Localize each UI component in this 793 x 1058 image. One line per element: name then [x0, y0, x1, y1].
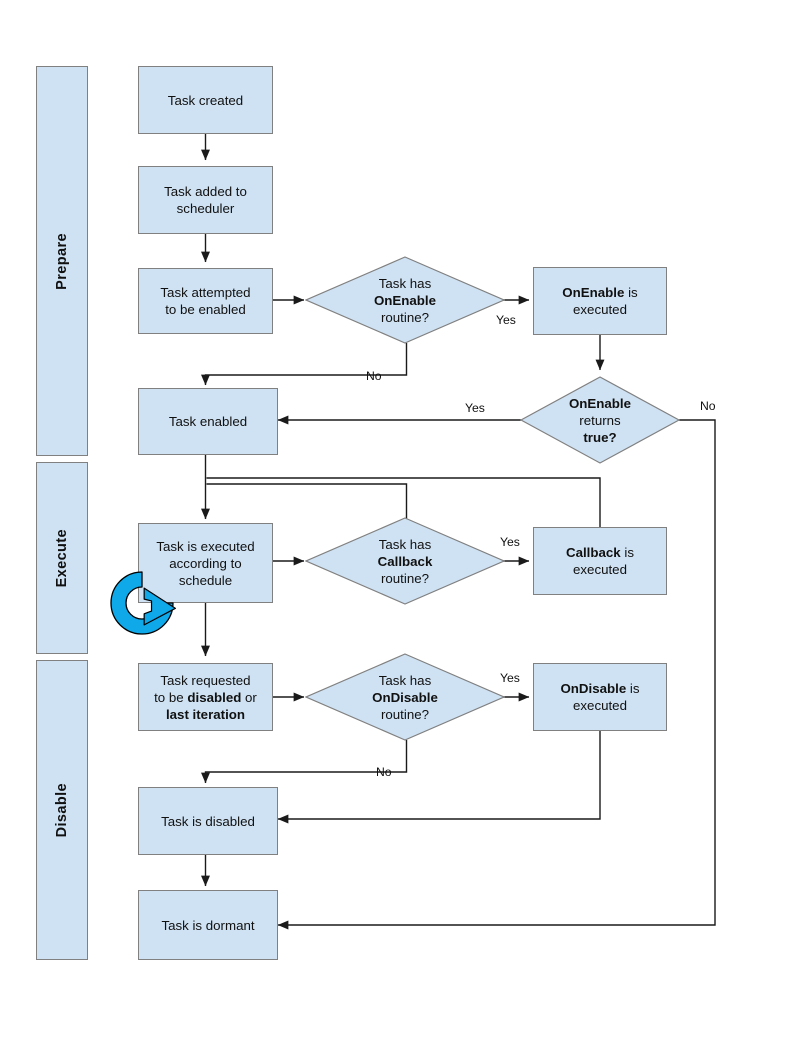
edge-onenable-q-no — [201, 343, 408, 386]
node-task-is-disabled[interactable]: Task is disabled — [138, 787, 278, 855]
edge-ondisable-q-no — [201, 740, 408, 784]
edge-callback-q-no-loop — [206, 483, 408, 519]
lane-label-execute: Execute — [54, 528, 70, 588]
node-task-created[interactable]: Task created — [138, 66, 273, 134]
edge-label-onenable-true-yes: Yes — [465, 401, 485, 415]
edge-callback-done-loop — [206, 477, 601, 527]
node-label: Task is dormant — [161, 917, 255, 933]
diamond-shape — [520, 376, 680, 464]
node-label: Task is disabled — [161, 813, 255, 829]
lane-disable: Disable — [36, 660, 88, 960]
lane-execute: Execute — [36, 462, 88, 654]
lane-label-disable: Disable — [54, 782, 70, 838]
diamond-shape — [305, 256, 505, 344]
diamond-shape — [305, 653, 505, 741]
lane-prepare: Prepare — [36, 66, 88, 456]
edge-label-onenable-no: No — [366, 369, 382, 383]
node-task-is-dormant[interactable]: Task is dormant — [138, 890, 278, 960]
loop-arrow-icon — [106, 566, 184, 640]
edge-label-ondisable-yes: Yes — [500, 671, 520, 685]
edge-label-onenable-true-no: No — [700, 399, 716, 413]
diamond-shape — [305, 517, 505, 605]
node-task-enabled[interactable]: Task enabled — [138, 388, 278, 455]
node-label: Task created — [167, 92, 244, 108]
edge-label-ondisable-no: No — [376, 765, 392, 779]
lane-label-prepare: Prepare — [54, 232, 70, 290]
edge-ondisable-exec-to-disabled — [277, 731, 601, 824]
edge-returns-true-no — [277, 419, 716, 930]
node-label: Task enabled — [168, 414, 248, 429]
edge-label-onenable-yes: Yes — [496, 313, 516, 327]
edge-label-callback-yes: Yes — [500, 535, 520, 549]
